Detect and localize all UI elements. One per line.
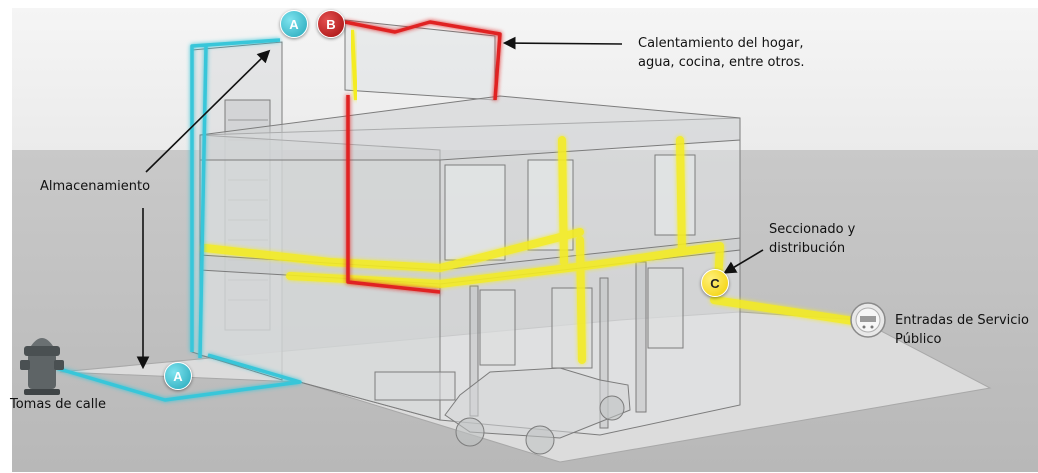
arrow-storage-top — [145, 49, 271, 173]
pointer-arrows — [136, 36, 764, 370]
marker-a-ground: A — [164, 362, 192, 390]
label-sectioning: Seccionado y distribución — [769, 222, 856, 256]
fire-hydrant-icon — [20, 338, 64, 395]
label-storage: Almacenamiento — [40, 179, 151, 194]
marker-a-top: A — [280, 10, 308, 38]
heating-lines — [344, 20, 502, 294]
label-street-taps: Tomas de calle — [10, 397, 106, 412]
label-heating: Calentamiento del hogar, agua, cocina, e… — [638, 36, 805, 70]
label-service-entry: Entradas de Servicio Público — [895, 313, 1029, 347]
arrow-heating — [502, 36, 623, 50]
marker-b-top: B — [317, 10, 345, 38]
arrow-sectioning — [723, 249, 764, 274]
heating-riser — [350, 29, 358, 101]
distribution-lines — [201, 136, 864, 364]
marker-c: C — [701, 269, 729, 297]
utility-meter-icon — [850, 302, 886, 338]
water-lines — [55, 38, 302, 402]
